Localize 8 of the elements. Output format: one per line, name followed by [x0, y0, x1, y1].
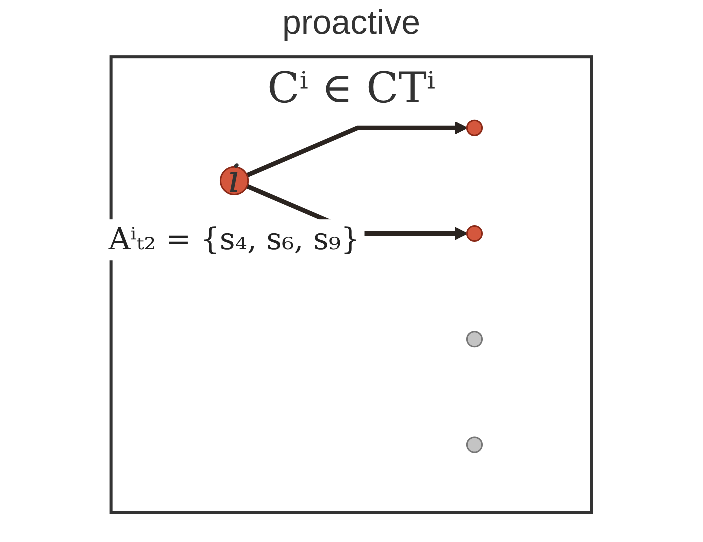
- node-circle: i: [220, 166, 250, 196]
- formula-label: Aⁱₜ₂ = {s₄, s₆, s₉}: [108, 222, 360, 258]
- diagram-title: proactive: [282, 4, 422, 43]
- arrow: [246, 121, 468, 178]
- node-circle: [466, 436, 484, 454]
- node-circle: [466, 120, 484, 136]
- node-circle: [466, 331, 484, 348]
- node-circle: [466, 225, 484, 242]
